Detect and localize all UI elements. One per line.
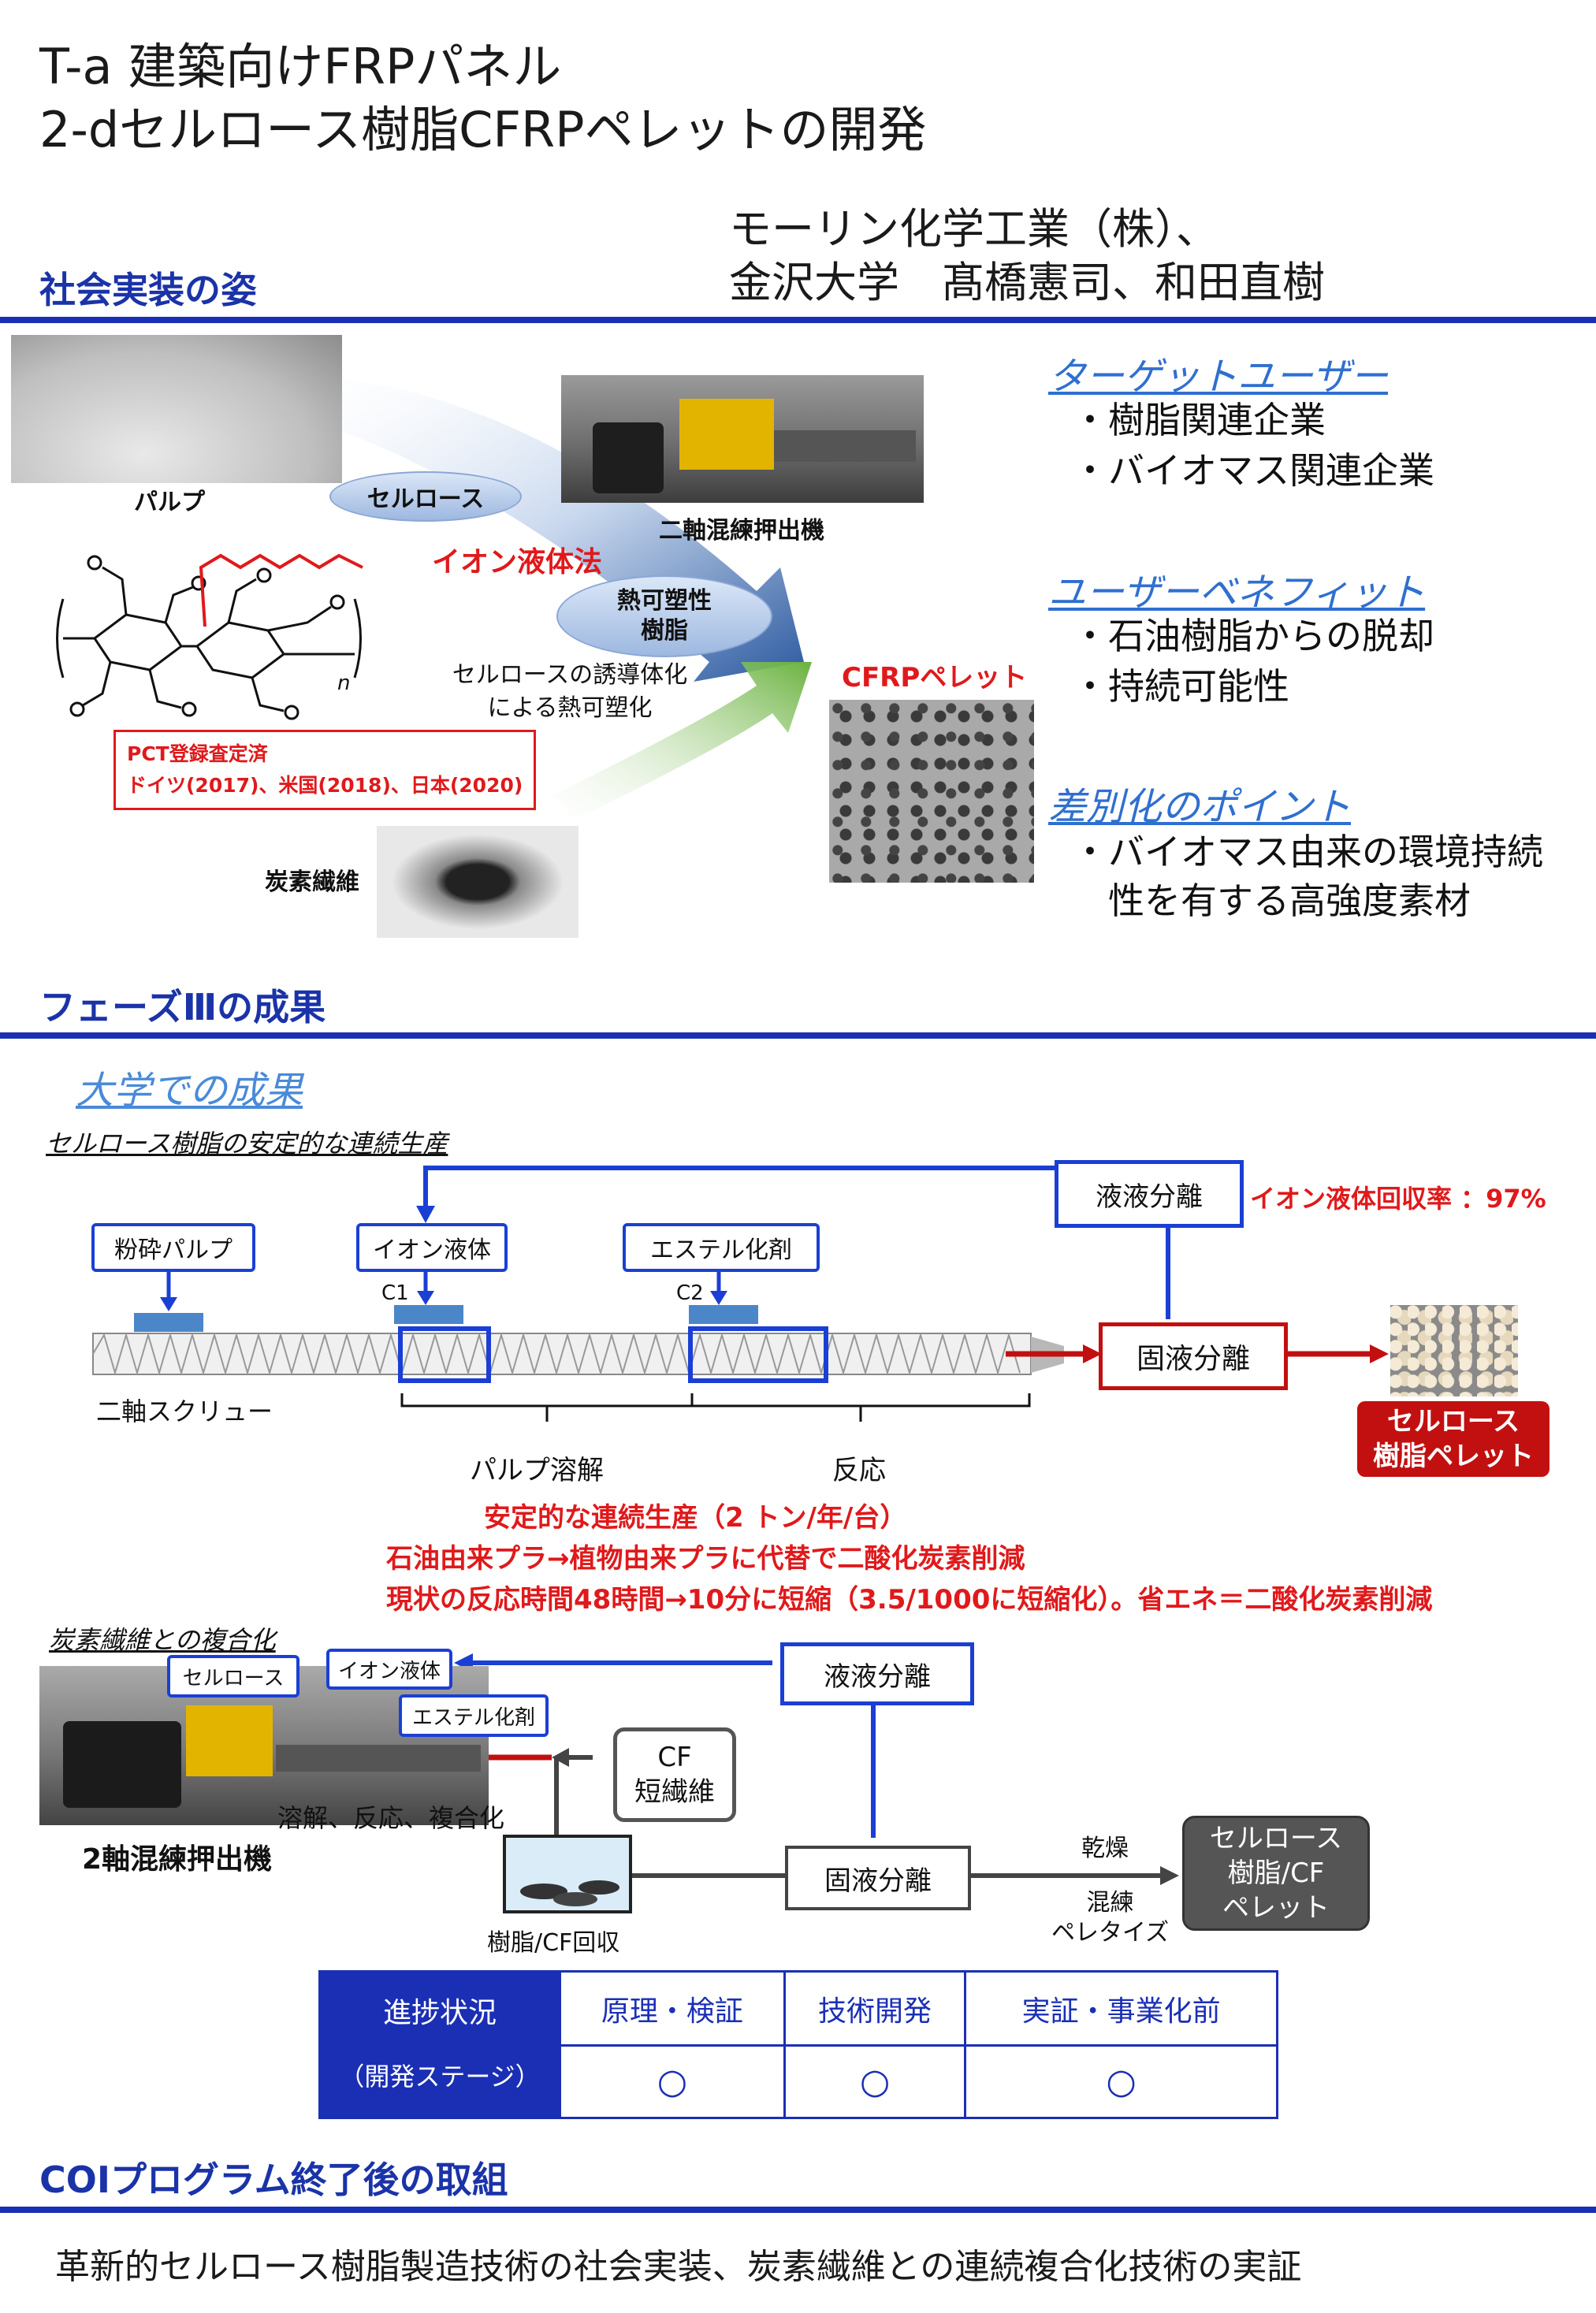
affiliation-line-2: 金沢大学 髙橋憲司、和田直樹	[729, 258, 1325, 307]
user-benefit-heading: ユーザーベネフィット	[1048, 571, 1426, 615]
progress-header-line-2: （開発ステージ）	[339, 2061, 541, 2092]
differentiation-item-1: ・バイオマス由来の環境持続	[1072, 831, 1543, 873]
differentiation-heading: 差別化のポイント	[1048, 785, 1352, 829]
cellulose-ellipse: セルロース	[329, 471, 522, 522]
crushed-pulp-box: 粉砕パルプ	[91, 1223, 255, 1272]
pulp-photo	[11, 335, 342, 483]
ionic-method-label: イオン液体法	[432, 546, 603, 578]
stage-tech-dev: 技術開発	[783, 1970, 967, 2047]
ionic-liquid-box-2: イオン液体	[326, 1649, 452, 1690]
esterifying-agent-box-1: エステル化剤	[623, 1223, 820, 1272]
section-after-heading: COIプログラム終了後の取組	[39, 2159, 508, 2201]
resin-cf-recovery-label: 樹脂/CF回収	[487, 1929, 620, 1957]
solid-liquid-separation-box-1: 固液分離	[1099, 1322, 1288, 1390]
ionic-liquid-recovery-rate: イオン液体回収率 ：97%	[1250, 1184, 1546, 1214]
section-phase3-heading: フェーズⅢの成果	[39, 986, 326, 1028]
derivatization-label: セルロースの誘導体化 による熱可塑化	[452, 661, 688, 722]
c2-label: C2	[676, 1281, 704, 1305]
solid-liquid-separation-box-2: 固液分離	[785, 1846, 971, 1910]
liquid-separation-box-1: 液液分離	[1055, 1160, 1244, 1228]
stage-demo: 実証・事業化前	[964, 1970, 1278, 2047]
result-line-3: 現状の反応時間48時間→10分に短縮（3.5/1000に短縮化）。省エネ＝二酸化…	[386, 1584, 1433, 1616]
thermoplastic-ellipse: 熱可塑性 樹脂	[556, 575, 772, 657]
carbon-fiber-composite-subheading: 炭素繊維との複合化	[49, 1625, 276, 1655]
footer-text: 革新的セルロース樹脂製造技術の社会実装、炭素繊維との連続複合化技術の実証	[55, 2247, 1302, 2287]
user-benefit-item-2: ・持続可能性	[1072, 665, 1289, 708]
section-rule-2	[0, 1032, 1596, 1039]
section-social-heading: 社会実装の姿	[39, 269, 257, 311]
reaction-label: 反応	[832, 1455, 886, 1486]
target-user-item-1: ・樹脂関連企業	[1072, 399, 1326, 441]
c1-label: C1	[381, 1281, 409, 1305]
twin-screw-label: 二軸スクリュー	[96, 1396, 273, 1426]
cellulose-input-box: セルロース	[167, 1655, 299, 1698]
differentiation-item-2: 性を有する高強度素材	[1072, 879, 1471, 922]
title-line-2: 2-dセルロース樹脂CFRPペレットの開発	[39, 101, 927, 158]
continuous-process-diagram	[92, 1166, 1389, 1422]
extruder-photo	[561, 375, 924, 503]
dissolve-react-composite-label: 溶解、反応、複合化	[277, 1803, 505, 1833]
cfrp-pellet-label: CFRPペレット	[842, 662, 1028, 694]
stage-tech-dev-mark: ○	[783, 2044, 967, 2119]
progress-header-line-1: 進捗状況	[382, 1996, 497, 2029]
ionic-liquid-box-1: イオン液体	[356, 1223, 508, 1272]
result-line-1: 安定的な連続生産（2 トン/年/台）	[484, 1502, 907, 1534]
stage-principle: 原理・検証	[559, 1970, 786, 2047]
cellulose-resin-cf-pellet-box: セルロース 樹脂/CF ペレット	[1182, 1816, 1370, 1931]
resin-pellet-photo	[1390, 1305, 1518, 1396]
target-user-heading: ターゲットユーザー	[1048, 355, 1389, 399]
progress-header-cell: 進捗状況 （開発ステージ）	[318, 1970, 561, 2119]
user-benefit-item-1: ・石油樹脂からの脱却	[1072, 615, 1434, 657]
drying-label: 乾燥	[1081, 1835, 1129, 1862]
cellulose-resin-pellet-box: セルロース 樹脂ペレット	[1357, 1401, 1549, 1477]
affiliation-line-1: モーリン化学工業（株）、	[729, 204, 1218, 254]
univ-results-heading: 大学での成果	[76, 1069, 303, 1113]
composite-extruder-label: 2軸混練押出機	[82, 1843, 273, 1876]
extruder-label: 二軸混練押出機	[659, 517, 824, 545]
kneading-pelletizing-label: 混練 ペレタイズ	[1051, 1889, 1170, 1947]
composite-extruder-photo	[39, 1666, 489, 1825]
esterifying-agent-box-2: エステル化剤	[399, 1694, 549, 1737]
patent-box: PCT登録査定済 ドイツ(2017)、米国(2018)、日本(2020)	[113, 730, 537, 810]
cf-short-fiber-box: CF 短繊維	[613, 1727, 736, 1822]
patent-line-1: PCT登録査定済	[127, 742, 268, 765]
continuous-production-subheading: セルロース樹脂の安定的な連続生産	[46, 1129, 448, 1158]
cfrp-pellet-photo	[829, 700, 1034, 883]
progress-table: 進捗状況 （開発ステージ） 原理・検証 技術開発 実証・事業化前 ○ ○ ○	[318, 1970, 1278, 2119]
section-rule-1	[0, 317, 1596, 323]
liquid-separation-box-2: 液液分離	[780, 1642, 974, 1705]
result-line-2: 石油由来プラ→植物由来プラに代替で二酸化炭素削減	[386, 1543, 1025, 1575]
title-line-1: T-a 建築向けFRPパネル	[39, 38, 562, 95]
patent-line-2: ドイツ(2017)、米国(2018)、日本(2020)	[127, 774, 523, 797]
repeat-unit-n: n	[337, 671, 351, 695]
pulp-dissolution-label: パルプ溶解	[470, 1455, 604, 1486]
pulp-label: パルプ	[134, 489, 205, 516]
section-rule-3	[0, 2207, 1596, 2213]
carbon-fiber-photo	[377, 826, 579, 938]
stage-demo-mark: ○	[964, 2044, 1278, 2119]
stage-principle-mark: ○	[559, 2044, 786, 2119]
cellulose-structure-diagram	[56, 553, 363, 720]
carbon-fiber-label: 炭素繊維	[265, 868, 359, 896]
target-user-item-2: ・バイオマス関連企業	[1072, 449, 1434, 492]
